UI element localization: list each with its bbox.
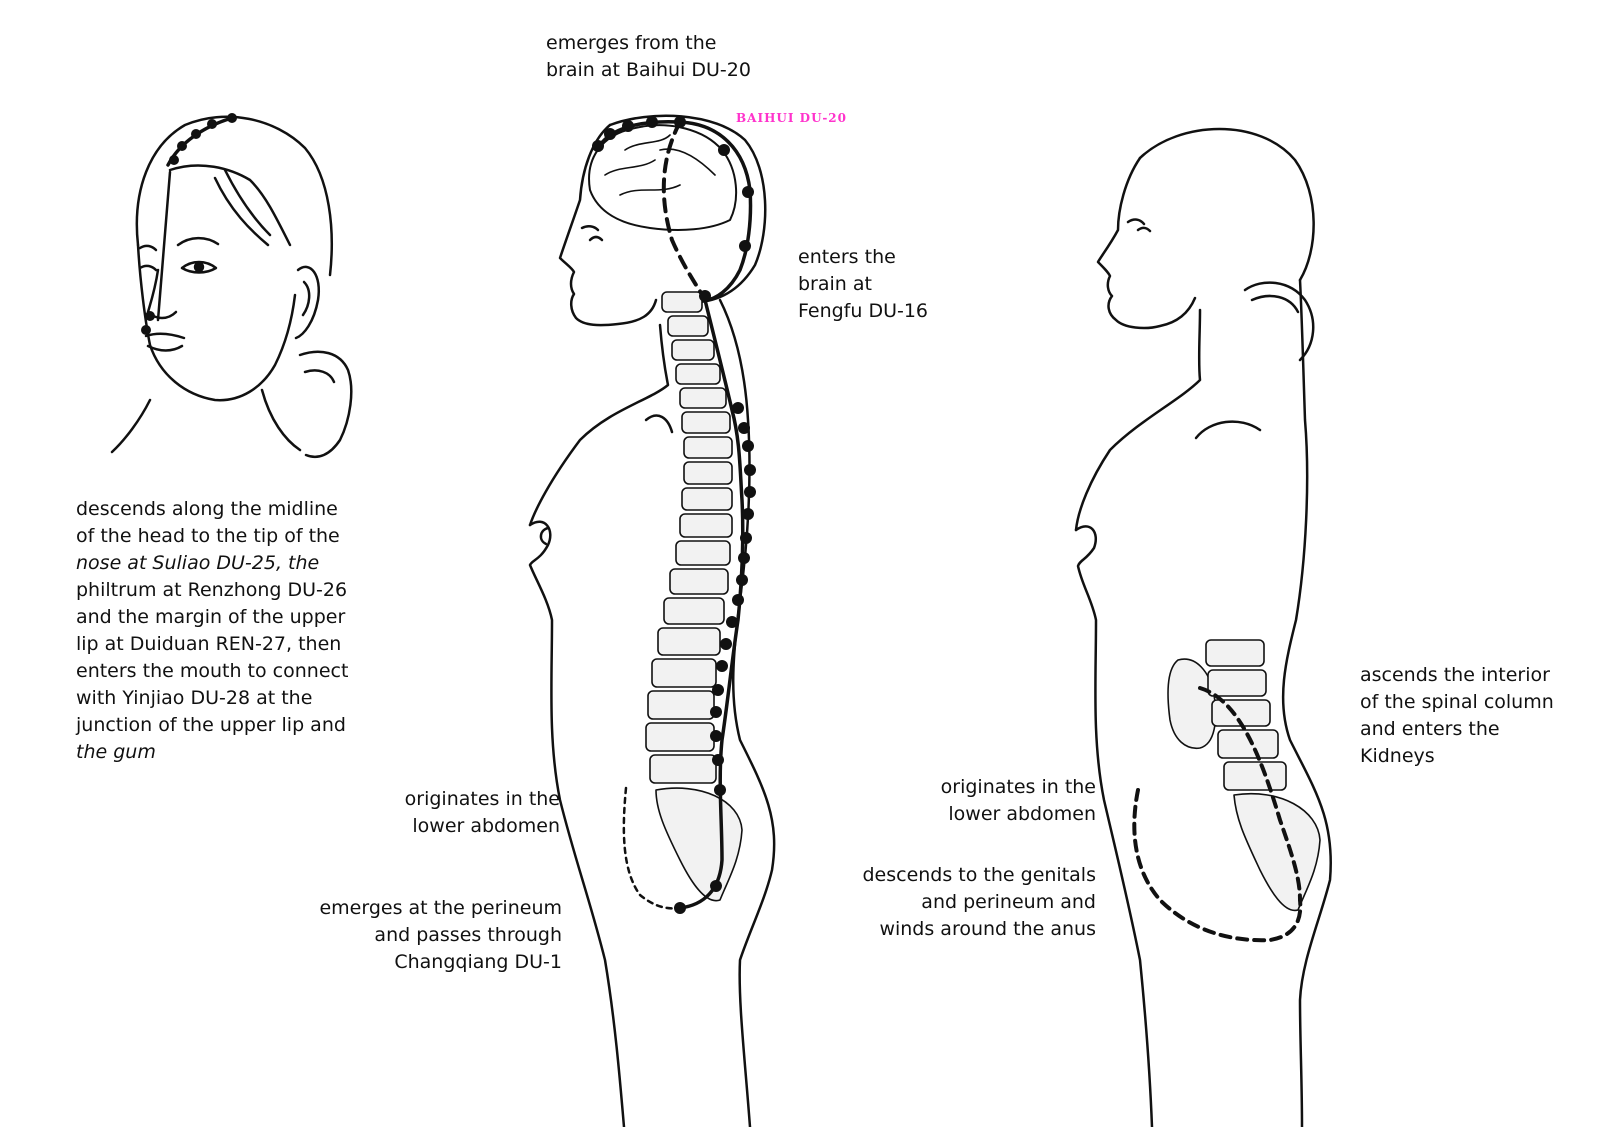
label-originates-right: originates in the lower abdomen xyxy=(940,776,1096,825)
right-body-figure xyxy=(1074,127,1332,1127)
label-originates-center: originates in the lower abdomen xyxy=(404,788,560,837)
label-emerges-perineum: emerges at the perineum and passes throu… xyxy=(319,897,562,973)
portrait-head-figure xyxy=(110,113,353,459)
label-enters-brain: enters the brain at Fengfu DU-16 xyxy=(798,246,929,322)
label-descends-genitals: descends to the genitals and perineum an… xyxy=(862,864,1096,940)
center-spine xyxy=(645,291,743,902)
label-baihui-tag: BAIHUI DU-20 xyxy=(736,111,847,125)
label-descends-head: descends along the midline of the head t… xyxy=(76,498,349,763)
center-body-figure xyxy=(528,114,776,1127)
label-emerges-brain: emerges from the brain at Baihui DU-20 xyxy=(546,32,751,81)
label-ascends-spine: ascends the interior of the spinal colum… xyxy=(1360,664,1554,767)
